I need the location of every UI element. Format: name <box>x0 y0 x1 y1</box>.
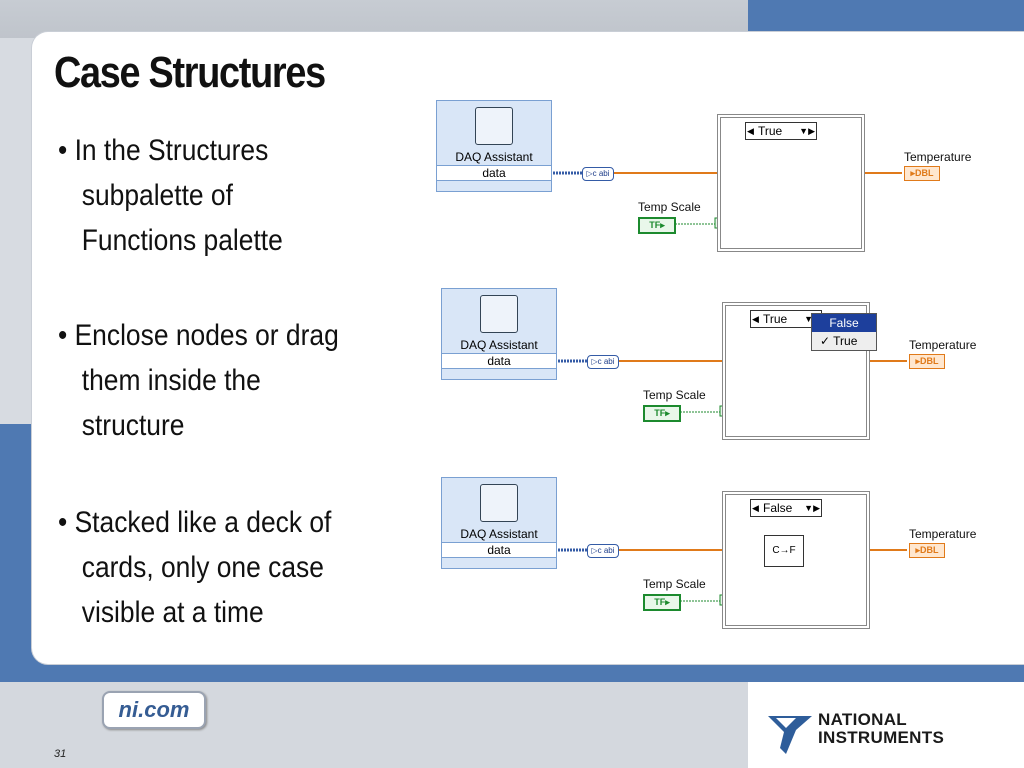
temp-scale-control[interactable]: TF▸ <box>643 405 681 422</box>
conversion-node[interactable]: ▷c abi <box>587 355 619 369</box>
daq-icon <box>480 484 518 522</box>
left-accent-band <box>0 424 38 684</box>
temperature-indicator[interactable]: ▸DBL <box>909 543 945 558</box>
case-selector-value: True <box>758 124 783 138</box>
block-diagram-3: DAQ Assistant data ▷c abi False ◀▼▶ C→F … <box>441 477 1001 637</box>
case-prev-arrow-icon[interactable]: ◀ <box>752 503 759 513</box>
top-accent-band <box>748 0 1024 38</box>
case-prev-arrow-icon[interactable]: ◀ <box>747 126 754 136</box>
temp-scale-control[interactable]: TF▸ <box>638 217 676 234</box>
bullet-line: subpalette of <box>81 179 233 212</box>
page-number: 31 <box>54 748 67 760</box>
temperature-indicator[interactable]: ▸DBL <box>904 166 940 181</box>
logo-text-line2: INSTRUMENTS <box>818 728 945 747</box>
bullet-line: • Stacked like a deck of <box>58 506 332 539</box>
case-selector[interactable]: True ◀ ▼▶ <box>745 122 817 140</box>
case-dropdown-arrow-icon[interactable]: ▼▶ <box>799 126 815 136</box>
temperature-label: Temperature <box>909 527 977 541</box>
bullet-2: • Enclose nodes or drag them inside the … <box>58 313 375 448</box>
daq-assistant-node[interactable]: DAQ Assistant data <box>441 288 557 380</box>
bullet-line: visible at a time <box>81 596 264 629</box>
daq-data-terminal[interactable]: data <box>442 353 556 369</box>
daq-label: DAQ Assistant <box>455 150 533 164</box>
case-selector-value: True <box>763 312 788 326</box>
daq-icon <box>475 107 513 145</box>
bottom-accent-band <box>0 662 1024 682</box>
daq-data-terminal[interactable]: data <box>437 165 551 181</box>
case-selector-value: False <box>763 501 793 515</box>
daq-label: DAQ Assistant <box>460 527 538 541</box>
eagle-icon <box>768 716 812 754</box>
daq-icon <box>480 295 518 333</box>
case-dropdown-arrow-icon[interactable]: ▼▶ <box>804 503 820 513</box>
daq-assistant-node[interactable]: DAQ Assistant data <box>436 100 552 192</box>
daq-label: DAQ Assistant <box>460 338 538 352</box>
case-structure[interactable]: False ◀ ▼▶ <box>722 491 870 629</box>
daq-assistant-node[interactable]: DAQ Assistant data <box>441 477 557 569</box>
block-diagram-1: DAQ Assistant data ▷c abi True ◀ ▼▶ Temp … <box>436 100 996 260</box>
menu-item-false[interactable]: False <box>812 314 876 332</box>
conversion-node[interactable]: ▷c abi <box>582 167 614 181</box>
temp-scale-control[interactable]: TF▸ <box>643 594 681 611</box>
block-diagram-2: DAQ Assistant data ▷c abi True ◀▼▶ False… <box>441 288 1001 448</box>
bullet-line: them inside the <box>81 364 261 397</box>
national-instruments-logo: NATIONAL INSTRUMENTS <box>766 706 966 758</box>
case-selector[interactable]: False ◀ ▼▶ <box>750 499 822 517</box>
celsius-to-fahrenheit-node[interactable]: C→F <box>764 535 804 567</box>
temperature-indicator[interactable]: ▸DBL <box>909 354 945 369</box>
bullet-line: structure <box>81 409 185 442</box>
website-badge[interactable]: ni.com <box>102 691 206 729</box>
bullet-line: • In the Structures <box>58 134 269 167</box>
case-prev-arrow-icon[interactable]: ◀ <box>752 314 759 324</box>
bullet-line: Functions palette <box>81 224 283 257</box>
temp-scale-label: Temp Scale <box>643 577 706 591</box>
daq-data-terminal[interactable]: data <box>442 542 556 558</box>
slide-title: Case Structures <box>54 48 326 97</box>
case-dropdown-menu[interactable]: False ✓ True <box>811 313 877 351</box>
bullet-line: • Enclose nodes or drag <box>58 319 339 352</box>
case-structure[interactable]: True ◀ ▼▶ <box>717 114 865 252</box>
temperature-label: Temperature <box>909 338 977 352</box>
bullet-3: • Stacked like a deck of cards, only one… <box>58 500 375 635</box>
temperature-label: Temperature <box>904 150 972 164</box>
temp-scale-label: Temp Scale <box>638 200 701 214</box>
bullet-1: • In the Structures subpalette of Functi… <box>58 128 375 263</box>
logo-text-line1: NATIONAL <box>818 710 907 729</box>
bullet-line: cards, only one case <box>81 551 324 584</box>
temp-scale-label: Temp Scale <box>643 388 706 402</box>
conversion-node[interactable]: ▷c abi <box>587 544 619 558</box>
menu-item-true[interactable]: ✓ True <box>820 334 858 348</box>
